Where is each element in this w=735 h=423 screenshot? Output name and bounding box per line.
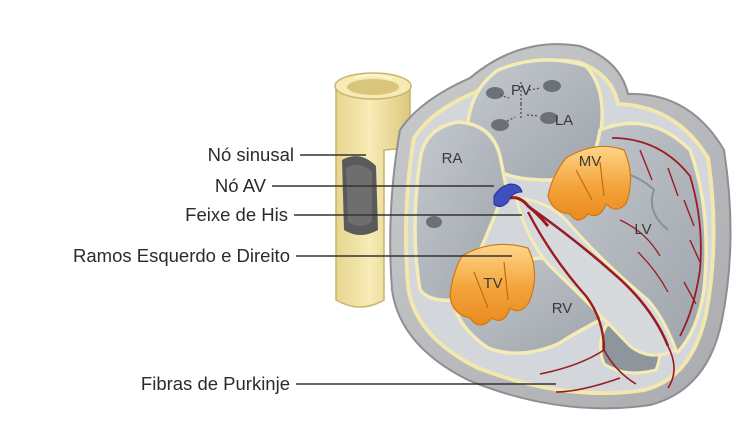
label-pulmonary-veins: PV bbox=[511, 82, 531, 99]
label-tricuspid-valve: TV bbox=[483, 275, 502, 292]
callout-labels: Nó sinusal Nó AV Feixe de His Ramos Esqu… bbox=[73, 144, 294, 394]
label-sinus-node: Nó sinusal bbox=[208, 144, 294, 165]
label-av-node: Nó AV bbox=[215, 175, 267, 196]
label-left-atrium: LA bbox=[555, 112, 573, 129]
label-his-bundle: Feixe de His bbox=[185, 204, 288, 225]
label-purkinje-fibers: Fibras de Purkinje bbox=[141, 373, 290, 394]
label-right-ventricle: RV bbox=[552, 300, 573, 317]
label-right-atrium: RA bbox=[442, 150, 463, 167]
sinus-node bbox=[342, 156, 378, 235]
label-bundle-branches: Ramos Esquerdo e Direito bbox=[73, 245, 290, 266]
label-left-ventricle: LV bbox=[634, 221, 651, 238]
label-mitral-valve: MV bbox=[579, 153, 602, 170]
